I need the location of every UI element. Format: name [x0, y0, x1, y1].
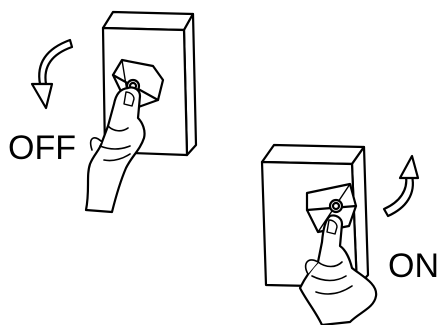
on-pressing-hand-icon — [298, 214, 378, 325]
off-rotation-arrow-icon — [30, 38, 74, 110]
off-label: OFF — [8, 129, 76, 167]
on-label: ON — [388, 247, 439, 285]
off-pressing-hand-icon — [84, 86, 146, 214]
on-rotation-arrow-icon — [382, 154, 420, 218]
